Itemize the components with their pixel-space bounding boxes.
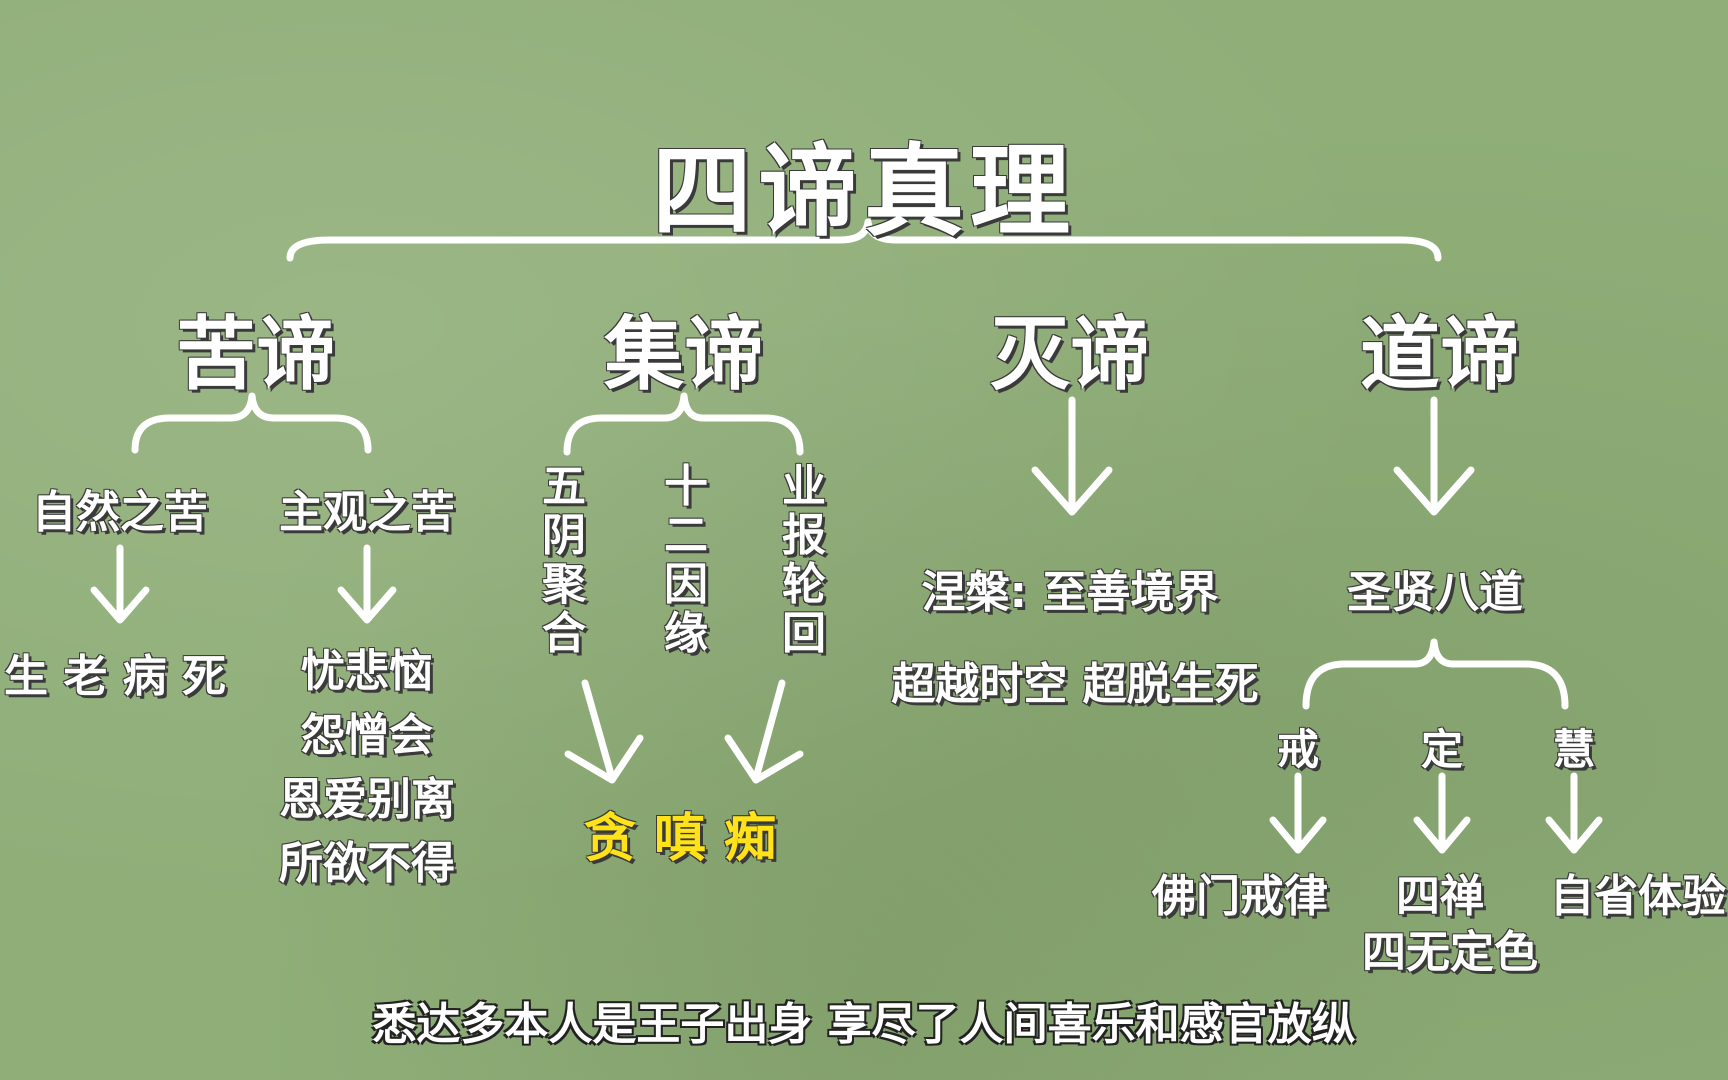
arrow-wisdom <box>1545 772 1603 854</box>
subjective-item: 怨憎会 <box>301 710 433 761</box>
arrow-subjective <box>337 544 397 624</box>
cause-five-aggregates: 五阴聚合 <box>542 461 586 659</box>
arrow-precepts <box>1269 772 1327 854</box>
arrow-natural <box>90 544 150 624</box>
arrow-path <box>1393 396 1475 516</box>
subjective-item: 恩爱别离 <box>279 774 455 825</box>
main-brace <box>286 218 1442 262</box>
arrow-right-diagonal <box>724 679 804 784</box>
path-brace <box>1302 638 1569 710</box>
truth-cessation: 灭谛 <box>990 308 1150 401</box>
transcend-label: 超越时空 超脱生死 <box>891 659 1259 710</box>
truth-path: 道谛 <box>1360 308 1520 401</box>
truth-suffering: 苦谛 <box>176 308 336 401</box>
four-dhyanas: 四禅 <box>1396 871 1484 922</box>
arrow-samadhi <box>1413 772 1471 854</box>
wisdom-label: 慧 <box>1552 725 1595 774</box>
eightfold-path: 圣贤八道 <box>1347 567 1523 618</box>
suffering-brace <box>131 392 372 454</box>
subjective-items: 忧悲恼 怨憎会 恩爱别离 所欲不得 <box>262 640 472 896</box>
truth-origin: 集谛 <box>604 308 764 401</box>
three-poisons: 贪 嗔 痴 <box>583 809 777 869</box>
natural-suffering: 自然之苦 <box>32 487 208 538</box>
four-formless-samadhi: 四无定色 <box>1362 927 1538 978</box>
origin-brace <box>563 392 804 456</box>
subjective-item: 所欲不得 <box>279 838 455 889</box>
self-reflection: 自省体验 <box>1550 871 1726 922</box>
precepts-label: 戒 <box>1276 725 1319 774</box>
birth-aging-illness-death: 生 老 病 死 <box>4 651 226 702</box>
arrow-cessation <box>1031 396 1113 516</box>
nirvana-label: 涅槃: 至善境界 <box>921 567 1219 618</box>
cause-twelve-links: 十二因缘 <box>664 461 708 659</box>
subjective-item: 忧悲恼 <box>301 646 433 697</box>
video-subtitle: 悉达多本人是王子出身 享尽了人间喜乐和感官放纵 <box>372 999 1356 1050</box>
diagram-title: 四谛真理 <box>652 133 1076 250</box>
monastic-precepts: 佛门戒律 <box>1152 871 1328 922</box>
subjective-suffering: 主观之苦 <box>279 487 455 538</box>
arrow-left-diagonal <box>564 679 644 784</box>
cause-karma-samsara: 业报轮回 <box>782 461 826 659</box>
samadhi-label: 定 <box>1420 725 1463 774</box>
